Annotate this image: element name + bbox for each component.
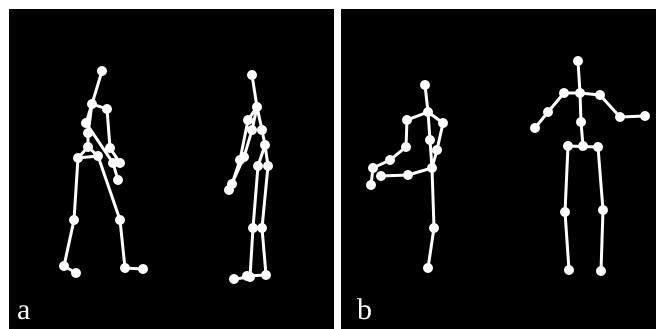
panel-label-b: b	[357, 295, 372, 325]
panel-a: a	[9, 9, 334, 329]
panel-a-skeletons	[9, 9, 334, 329]
skeleton-a-side	[226, 72, 272, 283]
panel-label-a: a	[17, 295, 30, 325]
panel-b-skeletons	[341, 9, 656, 329]
skeleton-a-front	[61, 68, 147, 277]
skeleton-b-standing	[532, 58, 649, 275]
skeleton-b-reaching	[368, 82, 447, 272]
panel-b: b	[341, 9, 656, 329]
